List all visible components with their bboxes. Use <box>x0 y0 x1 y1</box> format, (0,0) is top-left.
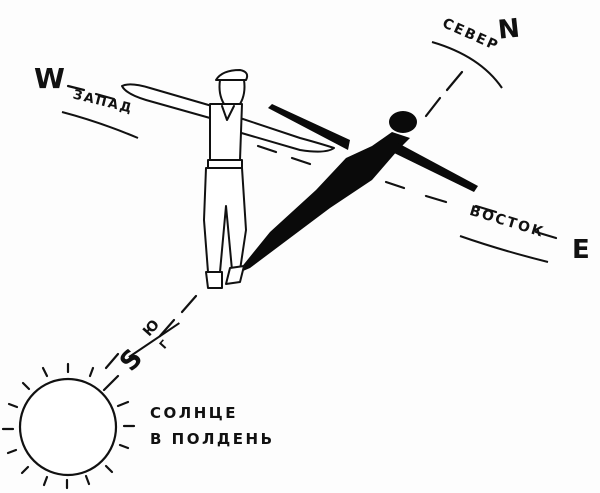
west-east-axis <box>66 84 558 240</box>
sun-caption: СОЛНЦЕ В ПОЛДЕНЬ <box>150 400 275 452</box>
south-divider <box>128 322 180 358</box>
east-letter: E <box>572 235 590 265</box>
south-word-sub: Г <box>157 336 173 351</box>
south-letter: S <box>114 343 149 377</box>
standing-figure <box>121 69 335 289</box>
east-label: ВОСТОК E <box>459 203 590 265</box>
sun-caption-line2: В ПОЛДЕНЬ <box>150 430 275 448</box>
west-label: W ЗАПАД <box>34 62 139 139</box>
east-word: ВОСТОК <box>468 203 547 241</box>
east-underline <box>459 235 549 263</box>
sun-icon <box>1 362 136 490</box>
north-underline <box>431 41 503 89</box>
figure-shadow <box>236 104 478 274</box>
north-letter: N <box>496 14 521 46</box>
sun-caption-line1: СОЛНЦЕ <box>150 404 238 422</box>
north-label: N СЕВЕР <box>431 14 521 89</box>
south-label: S Ю Г <box>114 315 180 377</box>
west-word: ЗАПАД <box>71 87 135 117</box>
west-underline <box>61 111 139 139</box>
west-letter: W <box>34 62 65 95</box>
